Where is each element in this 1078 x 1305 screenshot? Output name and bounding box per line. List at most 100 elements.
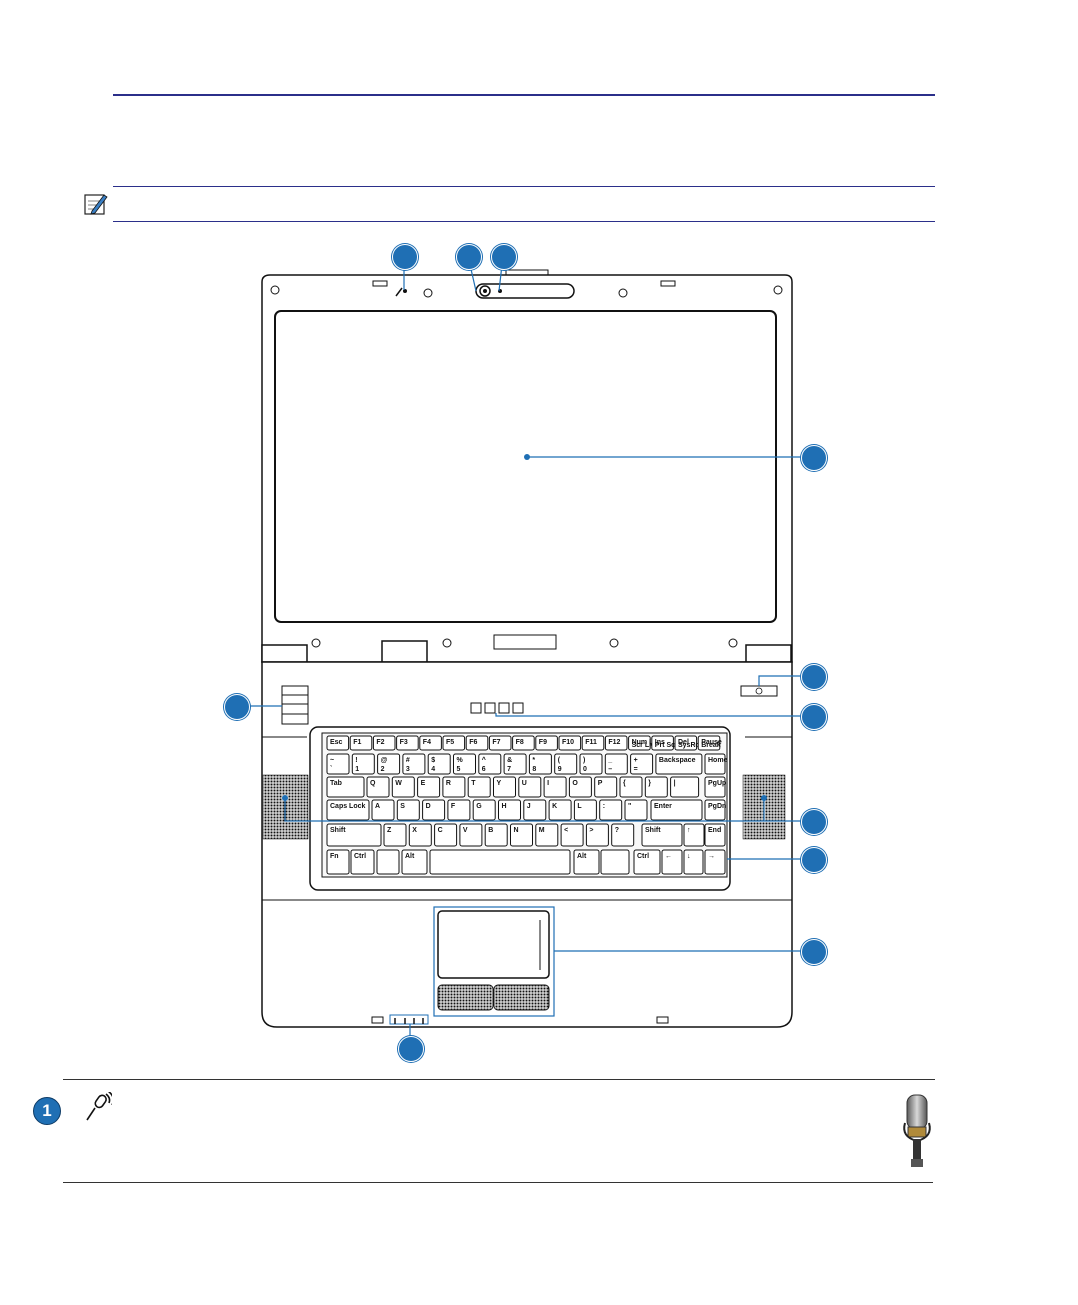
key-78 (401, 849, 428, 875)
key-label: PgDn (708, 803, 726, 810)
key-39 (518, 776, 542, 798)
key-label: Y (497, 780, 502, 787)
key-label: H (502, 803, 507, 810)
key-label: Q (370, 780, 376, 787)
key-33 (366, 776, 390, 798)
key-label: @ (381, 757, 388, 764)
key-label: " (628, 803, 631, 810)
key-label: ? (615, 827, 619, 834)
key-label: } (648, 780, 651, 787)
key-sublabel: 2 (381, 766, 385, 773)
key-label: U (522, 780, 527, 787)
key-label: W (395, 780, 402, 787)
callout-keyboard (801, 847, 827, 873)
key-85 (704, 849, 726, 875)
key-24 (503, 753, 527, 775)
callout-display-panel (801, 445, 827, 471)
key-label: V (463, 827, 468, 834)
key-11 (581, 735, 605, 751)
key-sublabel: 8 (532, 766, 536, 773)
key-42 (594, 776, 618, 798)
key-sublabel: = (634, 766, 638, 773)
key-label: ↑ (687, 827, 691, 834)
key-36 (442, 776, 466, 798)
key-57 (599, 799, 623, 821)
legend-item-number-1: 1 (33, 1097, 61, 1125)
key-label: F1 (353, 739, 361, 746)
key-65 (459, 823, 483, 847)
key-label: Fn (330, 853, 339, 860)
callout-status-indicators (398, 1036, 424, 1062)
key-label: X (412, 827, 417, 834)
microphone-icon (82, 1090, 115, 1126)
key-1 (349, 735, 373, 751)
key-20 (402, 753, 426, 775)
key-0 (326, 735, 350, 751)
callout-status-hotkeys (801, 704, 827, 730)
key-label: $ (431, 757, 435, 764)
key-label: S (400, 803, 405, 810)
key-76 (350, 849, 375, 875)
key-label: K (552, 803, 557, 810)
key-label: End (708, 827, 721, 834)
key-70 (585, 823, 609, 847)
key-label: ^ (482, 756, 486, 764)
key-69 (560, 823, 584, 847)
key-81 (600, 849, 630, 875)
key-label: F11 (585, 739, 597, 746)
key-29 (630, 753, 654, 775)
key-sublabel: 3 (406, 766, 410, 773)
key-label: Z (387, 827, 392, 834)
key-15 (674, 735, 698, 751)
key-label: F10 (562, 739, 574, 746)
key-26 (554, 753, 578, 775)
key-label: I (547, 780, 549, 787)
key-12 (604, 735, 628, 751)
key-label: J (527, 803, 531, 810)
key-21 (427, 753, 451, 775)
key-73 (683, 823, 705, 847)
key-84 (683, 849, 704, 875)
key-label: ! (355, 757, 357, 764)
key-label: E (421, 780, 426, 787)
key-35 (417, 776, 441, 798)
key-62 (383, 823, 407, 847)
key-2 (372, 735, 396, 751)
key-83 (661, 849, 683, 875)
key-label: Shift (330, 827, 346, 834)
key-43 (619, 776, 643, 798)
callout-touchpad (801, 939, 827, 965)
key-label: > (589, 827, 593, 834)
key-label: F (451, 803, 456, 810)
key-38 (493, 776, 516, 798)
key-54 (523, 799, 547, 821)
key-3 (396, 735, 419, 751)
key-18 (351, 753, 375, 775)
key-22 (453, 753, 476, 775)
key-label: → (708, 853, 715, 860)
key-sublabel: 1 (355, 766, 359, 773)
key-sublabel: Break (701, 742, 721, 749)
key-label: T (471, 780, 476, 787)
key-32 (326, 776, 365, 798)
key-13 (628, 735, 651, 751)
key-label: Tab (330, 780, 342, 787)
key-label: F6 (469, 739, 477, 746)
key-label: F9 (539, 739, 547, 746)
key-63 (408, 823, 432, 847)
key-label: Alt (577, 853, 587, 860)
key-34 (391, 776, 415, 798)
key-sublabel: 7 (507, 766, 511, 773)
header-rule (113, 94, 935, 96)
key-10 (558, 735, 582, 751)
key-7 (488, 735, 512, 751)
key-16 (697, 735, 721, 751)
key-80 (573, 849, 600, 875)
key-41 (568, 776, 592, 798)
key-71 (611, 823, 635, 847)
key-label: Pause (701, 739, 722, 746)
key-label: Shift (645, 827, 661, 834)
key-label: F8 (516, 739, 524, 746)
key-label: Caps Lock (330, 803, 366, 810)
